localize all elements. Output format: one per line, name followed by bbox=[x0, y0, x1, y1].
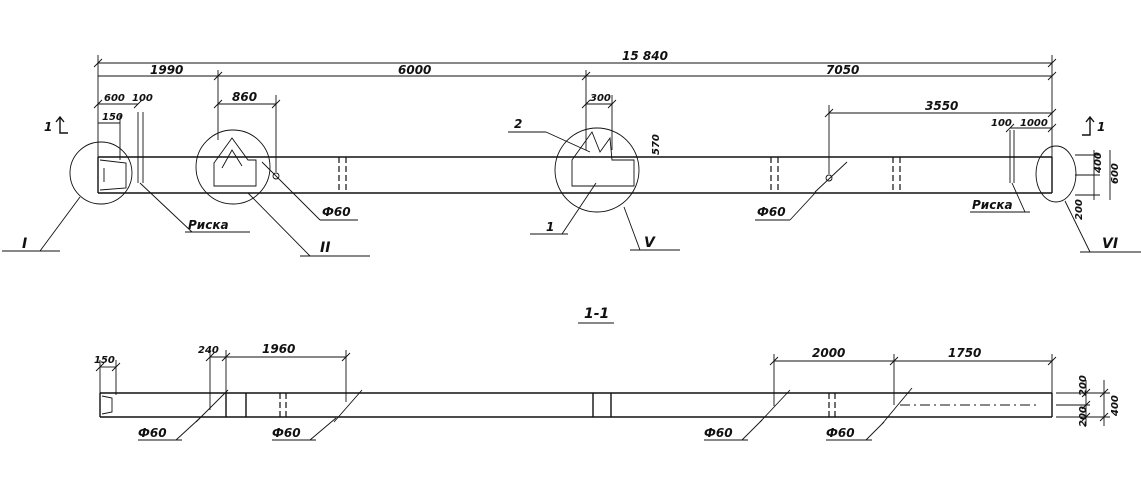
section-hole-d bbox=[881, 387, 913, 425]
position-1-label: 1 bbox=[546, 220, 554, 234]
dim-7050-label: 7050 bbox=[826, 63, 859, 77]
risk-left-label: Риска bbox=[188, 218, 229, 232]
sec-hole-a-label: Ф60 bbox=[138, 426, 167, 440]
cut-detail-V bbox=[571, 131, 635, 187]
callout-V-label: V bbox=[644, 235, 656, 251]
dim-300-label: 300 bbox=[590, 93, 611, 104]
dim-1000-label: 1000 bbox=[1020, 118, 1048, 129]
dim-400-label: 400 bbox=[1093, 152, 1104, 174]
dim-100a-label: 100 bbox=[132, 93, 153, 104]
section-view: 1-1 bbox=[94, 306, 1121, 441]
sec-dim-400-label: 400 bbox=[1110, 395, 1121, 417]
dim-600-label: 600 bbox=[104, 93, 125, 104]
sec-dim-1960-label: 1960 bbox=[262, 342, 295, 356]
risk-right-label: Риска bbox=[972, 198, 1013, 212]
dim-600r-label: 600 bbox=[1110, 163, 1121, 184]
callout-circle-I bbox=[69, 141, 133, 205]
dim-6000-label: 6000 bbox=[398, 63, 431, 77]
callout-I-label: I bbox=[22, 236, 27, 252]
callout-VI-label: VI bbox=[1102, 236, 1118, 252]
dim-570-label: 570 bbox=[651, 134, 662, 155]
plan-view: 15 840 1990 6000 7050 600 100 150 860 30… bbox=[2, 49, 1141, 257]
section-left-end-detail bbox=[101, 395, 113, 415]
hole-2 bbox=[825, 174, 833, 182]
hole-1 bbox=[272, 172, 280, 180]
section-right-label: 1 bbox=[1097, 120, 1105, 134]
cut-detail-II bbox=[213, 137, 257, 187]
sec-dim-240-label: 240 bbox=[198, 345, 219, 356]
sec-dim-2000-label: 2000 bbox=[812, 346, 845, 360]
dim-1990-label: 1990 bbox=[150, 63, 183, 77]
callout-circle-II bbox=[195, 129, 271, 205]
sec-hole-c-label: Ф60 bbox=[704, 426, 733, 440]
sec-dim-200b-label: 200 bbox=[1078, 406, 1089, 427]
dim-200-label: 200 bbox=[1074, 199, 1085, 220]
callout-II-label: II bbox=[320, 240, 330, 256]
callout-circle-V bbox=[554, 127, 640, 213]
section-hole-c bbox=[759, 389, 791, 423]
hole-1-label: Ф60 bbox=[322, 205, 351, 219]
section-hole-a bbox=[195, 389, 229, 423]
section-hole-b bbox=[333, 389, 363, 423]
callout-circle-VI bbox=[1035, 145, 1077, 203]
section-mark-left bbox=[55, 115, 68, 134]
section-left-label: 1 bbox=[44, 120, 52, 134]
dim-860-label: 860 bbox=[232, 90, 257, 104]
dim-150-label: 150 bbox=[102, 112, 123, 123]
hole-2-label: Ф60 bbox=[757, 205, 786, 219]
dim-overall-label: 15 840 bbox=[622, 49, 668, 63]
sec-dim-150-label: 150 bbox=[94, 355, 115, 366]
sec-dim-1750-label: 1750 bbox=[948, 346, 981, 360]
dim-3550-label: 3550 bbox=[925, 99, 958, 113]
position-2-label: 2 bbox=[514, 117, 522, 131]
sec-hole-b-label: Ф60 bbox=[272, 426, 301, 440]
dim-100b-label: 100 bbox=[991, 118, 1012, 129]
left-end-detail bbox=[99, 159, 127, 191]
section-title: 1-1 bbox=[584, 306, 609, 322]
section-mark-right bbox=[1082, 115, 1095, 136]
sec-dim-200a-label: 200 bbox=[1078, 375, 1089, 396]
sec-hole-d-label: Ф60 bbox=[826, 426, 855, 440]
